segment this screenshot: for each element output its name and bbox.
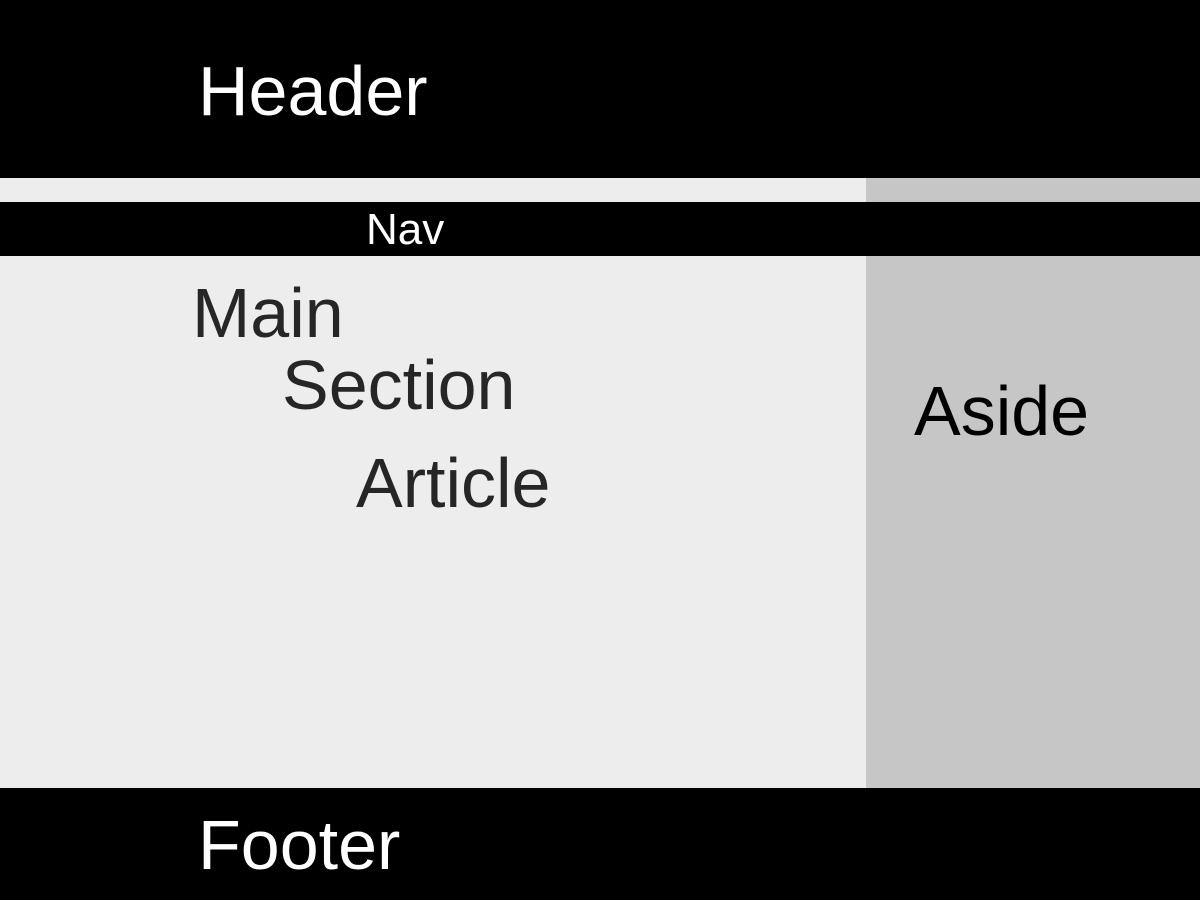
nav-region [0, 202, 1200, 256]
footer-region [0, 788, 1200, 900]
section-label: Section [282, 346, 516, 424]
main-region [0, 178, 866, 788]
footer-label: Footer [198, 806, 401, 884]
header-region [0, 0, 1200, 178]
aside-label: Aside [914, 372, 1090, 450]
article-label: Article [356, 444, 551, 522]
header-label: Header [198, 52, 428, 130]
main-label: Main [192, 274, 344, 352]
aside-region [866, 178, 1200, 788]
nav-label: Nav [366, 205, 445, 254]
